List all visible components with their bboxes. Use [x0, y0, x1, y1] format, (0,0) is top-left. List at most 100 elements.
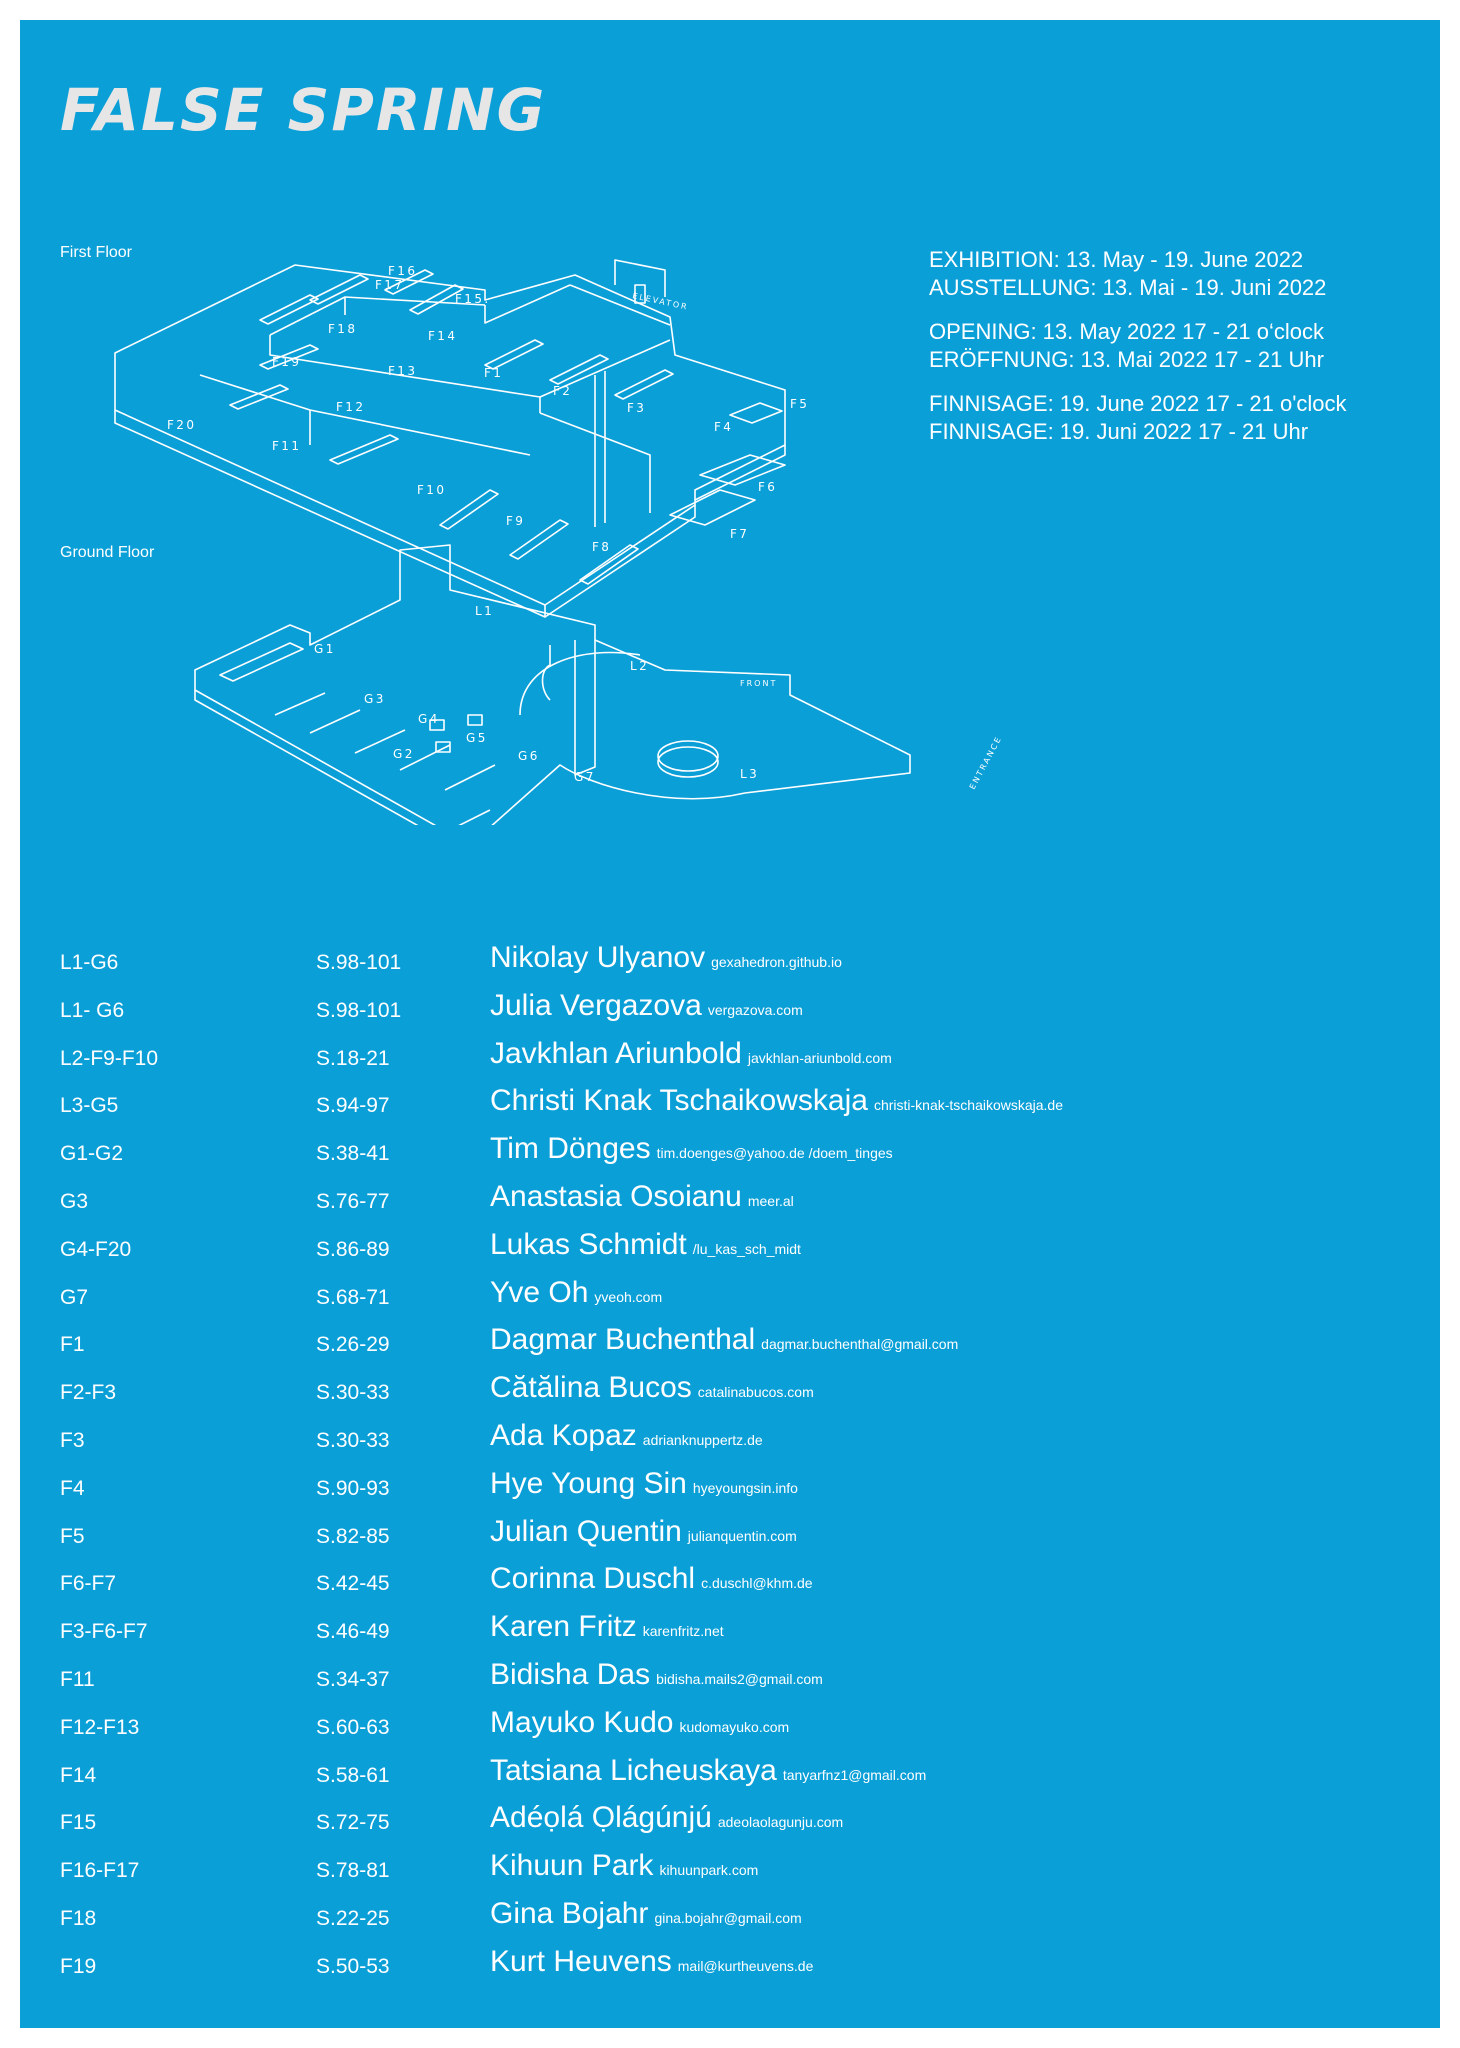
artist-entry: Bidisha Das bidisha.mails2@gmail.com [490, 1658, 823, 1692]
exhibition-dates: EXHIBITION: 13. May - 19. June 2022 AUSS… [929, 246, 1429, 302]
map-label-g4: G4 [418, 712, 440, 726]
artist-name: Bidisha Das [490, 1657, 651, 1691]
opening-dates: OPENING: 13. May 2022 17 - 21 o‘clock ER… [929, 318, 1429, 374]
artist-pages: S.26-29 [316, 1333, 390, 1357]
map-label-f2: F2 [553, 384, 572, 398]
artist-location: F4 [60, 1476, 85, 1500]
map-label-l2: L2 [630, 659, 649, 673]
artist-pages: S.50-53 [316, 1954, 390, 1978]
artist-contact: javkhlan-ariunbold.com [747, 1049, 892, 1066]
artist-contact: adeolaolagunju.com [717, 1814, 844, 1831]
first-floor-label: First Floor [60, 244, 132, 261]
map-label-f18: F18 [328, 322, 357, 336]
artist-contact: catalinabucos.com [697, 1384, 814, 1401]
artist-location: F12-F13 [60, 1715, 140, 1739]
artist-name: Hye Young Sin [490, 1466, 687, 1500]
artist-pages: S.78-81 [316, 1859, 390, 1883]
map-label-g6: G6 [518, 749, 540, 763]
artist-location: F11 [60, 1667, 95, 1691]
artist-contact: kudomayuko.com [679, 1718, 790, 1735]
artist-contact: gina.bojahr@gmail.com [654, 1909, 802, 1926]
artist-contact: mail@kurtheuvens.de [677, 1957, 814, 1974]
artist-location: G1-G2 [60, 1142, 124, 1166]
artist-location: G3 [60, 1189, 89, 1213]
artist-pages: S.30-33 [316, 1428, 390, 1452]
finnisage-dates: FINNISAGE: 19. June 2022 17 - 21 o'clock… [929, 390, 1429, 446]
poster: FALSE SPRING First Floor Ground Floor EX… [20, 20, 1440, 2028]
map-label-elevator: ELEVATOR [632, 291, 690, 312]
artist-name: Gina Bojahr [490, 1896, 649, 1930]
artist-contact: julianquentin.com [687, 1527, 797, 1544]
artist-contact: yveoh.com [594, 1288, 663, 1305]
artist-name: Anastasia Osoianu [490, 1179, 742, 1213]
artist-contact: karenfritz.net [642, 1623, 724, 1640]
opening-date-de: ERÖFFNUNG: 13. Mai 2022 17 - 21 Uhr [929, 347, 1324, 372]
artist-name: Julia Vergazova [490, 988, 702, 1022]
map-label-f19: F19 [272, 355, 301, 369]
artist-contact: bidisha.mails2@gmail.com [656, 1670, 823, 1687]
artist-location: G4-F20 [60, 1237, 132, 1261]
map-label-f17: F17 [375, 278, 404, 292]
map-label-f15: F15. [455, 292, 491, 306]
map-label-f8: F8 [592, 540, 611, 554]
first-floor-plan [114, 259, 786, 618]
artist-pages: S.18-21 [316, 1046, 390, 1070]
map-label-f12: F12 [336, 400, 365, 414]
exhibition-date-de: AUSSTELLUNG: 13. Mai - 19. Juni 2022 [929, 275, 1327, 300]
artist-pages: S.90-93 [316, 1476, 390, 1500]
artist-contact: gexahedron.github.io [711, 954, 842, 970]
map-label-g1: G1 [314, 642, 336, 656]
map-label-f1: F1 [484, 366, 503, 380]
artist-contact: tanyarfnz1@gmail.com [782, 1766, 927, 1783]
artist-name: Christi Knak Tschaikowskaja [490, 1084, 868, 1118]
artist-name: Kurt Heuvens [490, 1944, 672, 1978]
artist-name: Dagmar Buchenthal [490, 1323, 756, 1357]
artist-name: Javkhlan Ariunbold [490, 1036, 742, 1070]
artist-entry: Kurt Heuvens mail@kurtheuvens.de [490, 1945, 813, 1979]
map-label-g5: G5 [466, 731, 488, 745]
artist-name: Kihuun Park [490, 1849, 654, 1883]
artist-location: F16-F17 [60, 1859, 140, 1883]
artist-name: Mayuko Kudo [490, 1705, 674, 1739]
artist-contact: /lu_kas_sch_midt [692, 1240, 801, 1257]
ground-floor-label: Ground Floor [60, 544, 155, 561]
map-label-f5: F5 [790, 397, 809, 411]
map-label-l3: L3 [740, 767, 759, 781]
artist-pages: S.68-71 [316, 1285, 390, 1309]
artist-pages: S.86-89 [316, 1237, 390, 1261]
artist-pages: S.58-61 [316, 1763, 390, 1787]
poster-title: FALSE SPRING [60, 76, 547, 144]
artist-entry: Mayuko Kudo kudomayuko.com [490, 1706, 789, 1740]
artist-pages: S.30-33 [316, 1381, 390, 1405]
finnisage-date-en: FINNISAGE: 19. June 2022 17 - 21 o'clock [929, 391, 1347, 416]
artist-pages: S.76-77 [316, 1189, 390, 1213]
artist-pages: S.42-45 [316, 1572, 390, 1596]
